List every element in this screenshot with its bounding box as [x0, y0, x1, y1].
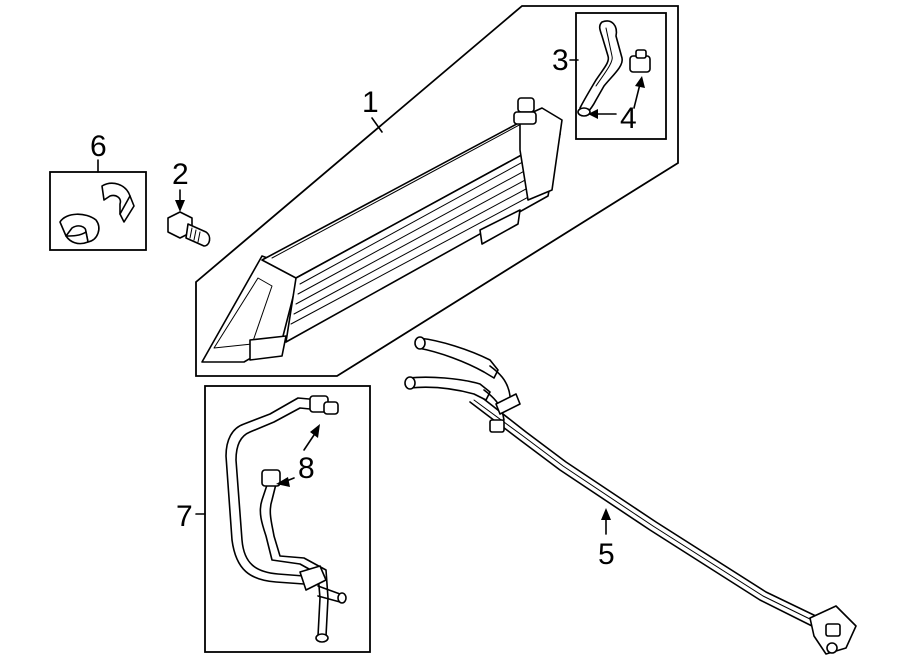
callout-4: 4	[588, 76, 645, 135]
callout-4-label: 4	[620, 102, 637, 135]
hose-inset-box	[575, 12, 667, 140]
callout-1-label: 1	[362, 86, 379, 119]
callout-1: 1	[362, 86, 383, 133]
cooler-line	[404, 336, 857, 655]
callout-5: 5	[598, 508, 615, 571]
callout-7-label: 7	[176, 500, 193, 533]
callout-5-label: 5	[598, 538, 615, 571]
callout-6-label: 6	[90, 130, 107, 163]
callout-7: 7	[176, 500, 206, 533]
bolt	[167, 211, 211, 247]
tube-set-box	[204, 385, 371, 653]
callout-3: 3	[552, 44, 579, 77]
callout-3-label: 3	[552, 44, 569, 77]
callout-8: 8	[276, 424, 320, 487]
cooler-assembly-outline	[195, 5, 679, 377]
clip-box	[49, 171, 147, 251]
callout-6: 6	[90, 130, 107, 173]
callout-2: 2	[172, 158, 189, 212]
callout-2-label: 2	[172, 158, 189, 191]
oil-cooler	[201, 97, 563, 363]
callout-8-label: 8	[298, 452, 315, 485]
